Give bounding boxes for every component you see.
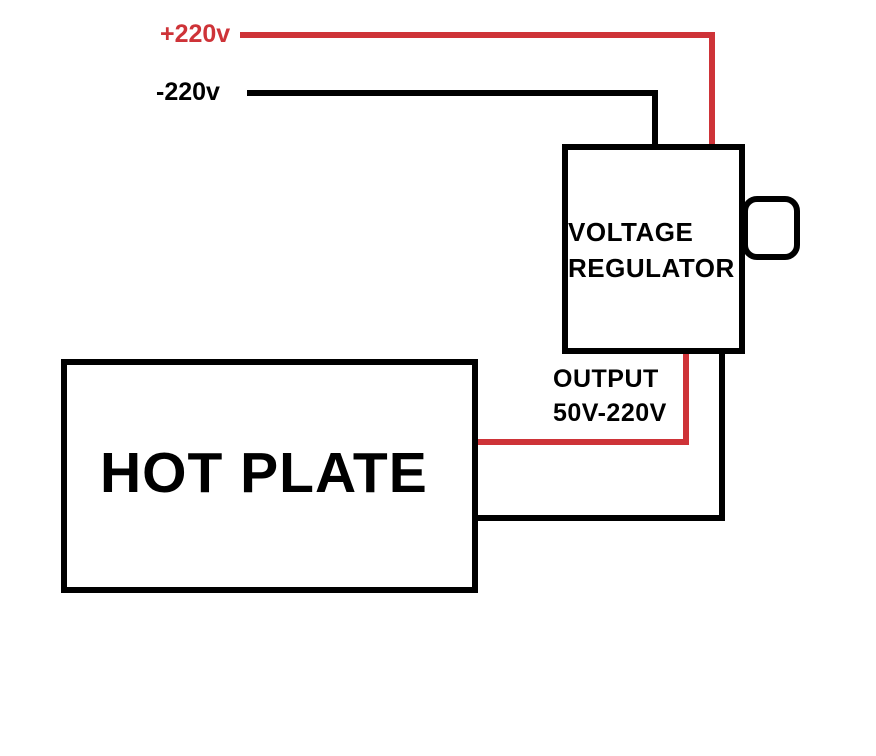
hot-plate-box — [61, 359, 478, 593]
output-label-line1: OUTPUT — [553, 365, 659, 393]
voltage-regulator-label-line1: VOLTAGE — [568, 217, 694, 247]
supply-live-label: +220v — [160, 20, 231, 48]
regulator-knob-icon[interactable] — [742, 196, 800, 260]
output-label: OUTPUT 50V-220V — [553, 362, 667, 430]
live-supply-wire — [240, 32, 715, 152]
voltage-regulator-label: VOLTAGE REGULATOR — [568, 214, 735, 286]
output-live-wire — [475, 346, 689, 445]
wire-layer — [240, 32, 725, 521]
neutral-supply-wire — [247, 90, 658, 152]
output-label-line2: 50V-220V — [553, 399, 667, 427]
hot-plate-label: HOT PLATE — [100, 441, 428, 505]
supply-neutral-label: -220v — [156, 78, 220, 106]
voltage-regulator-box — [562, 144, 745, 354]
output-neutral-wire — [475, 346, 725, 521]
voltage-regulator-label-line2: REGULATOR — [568, 253, 735, 283]
